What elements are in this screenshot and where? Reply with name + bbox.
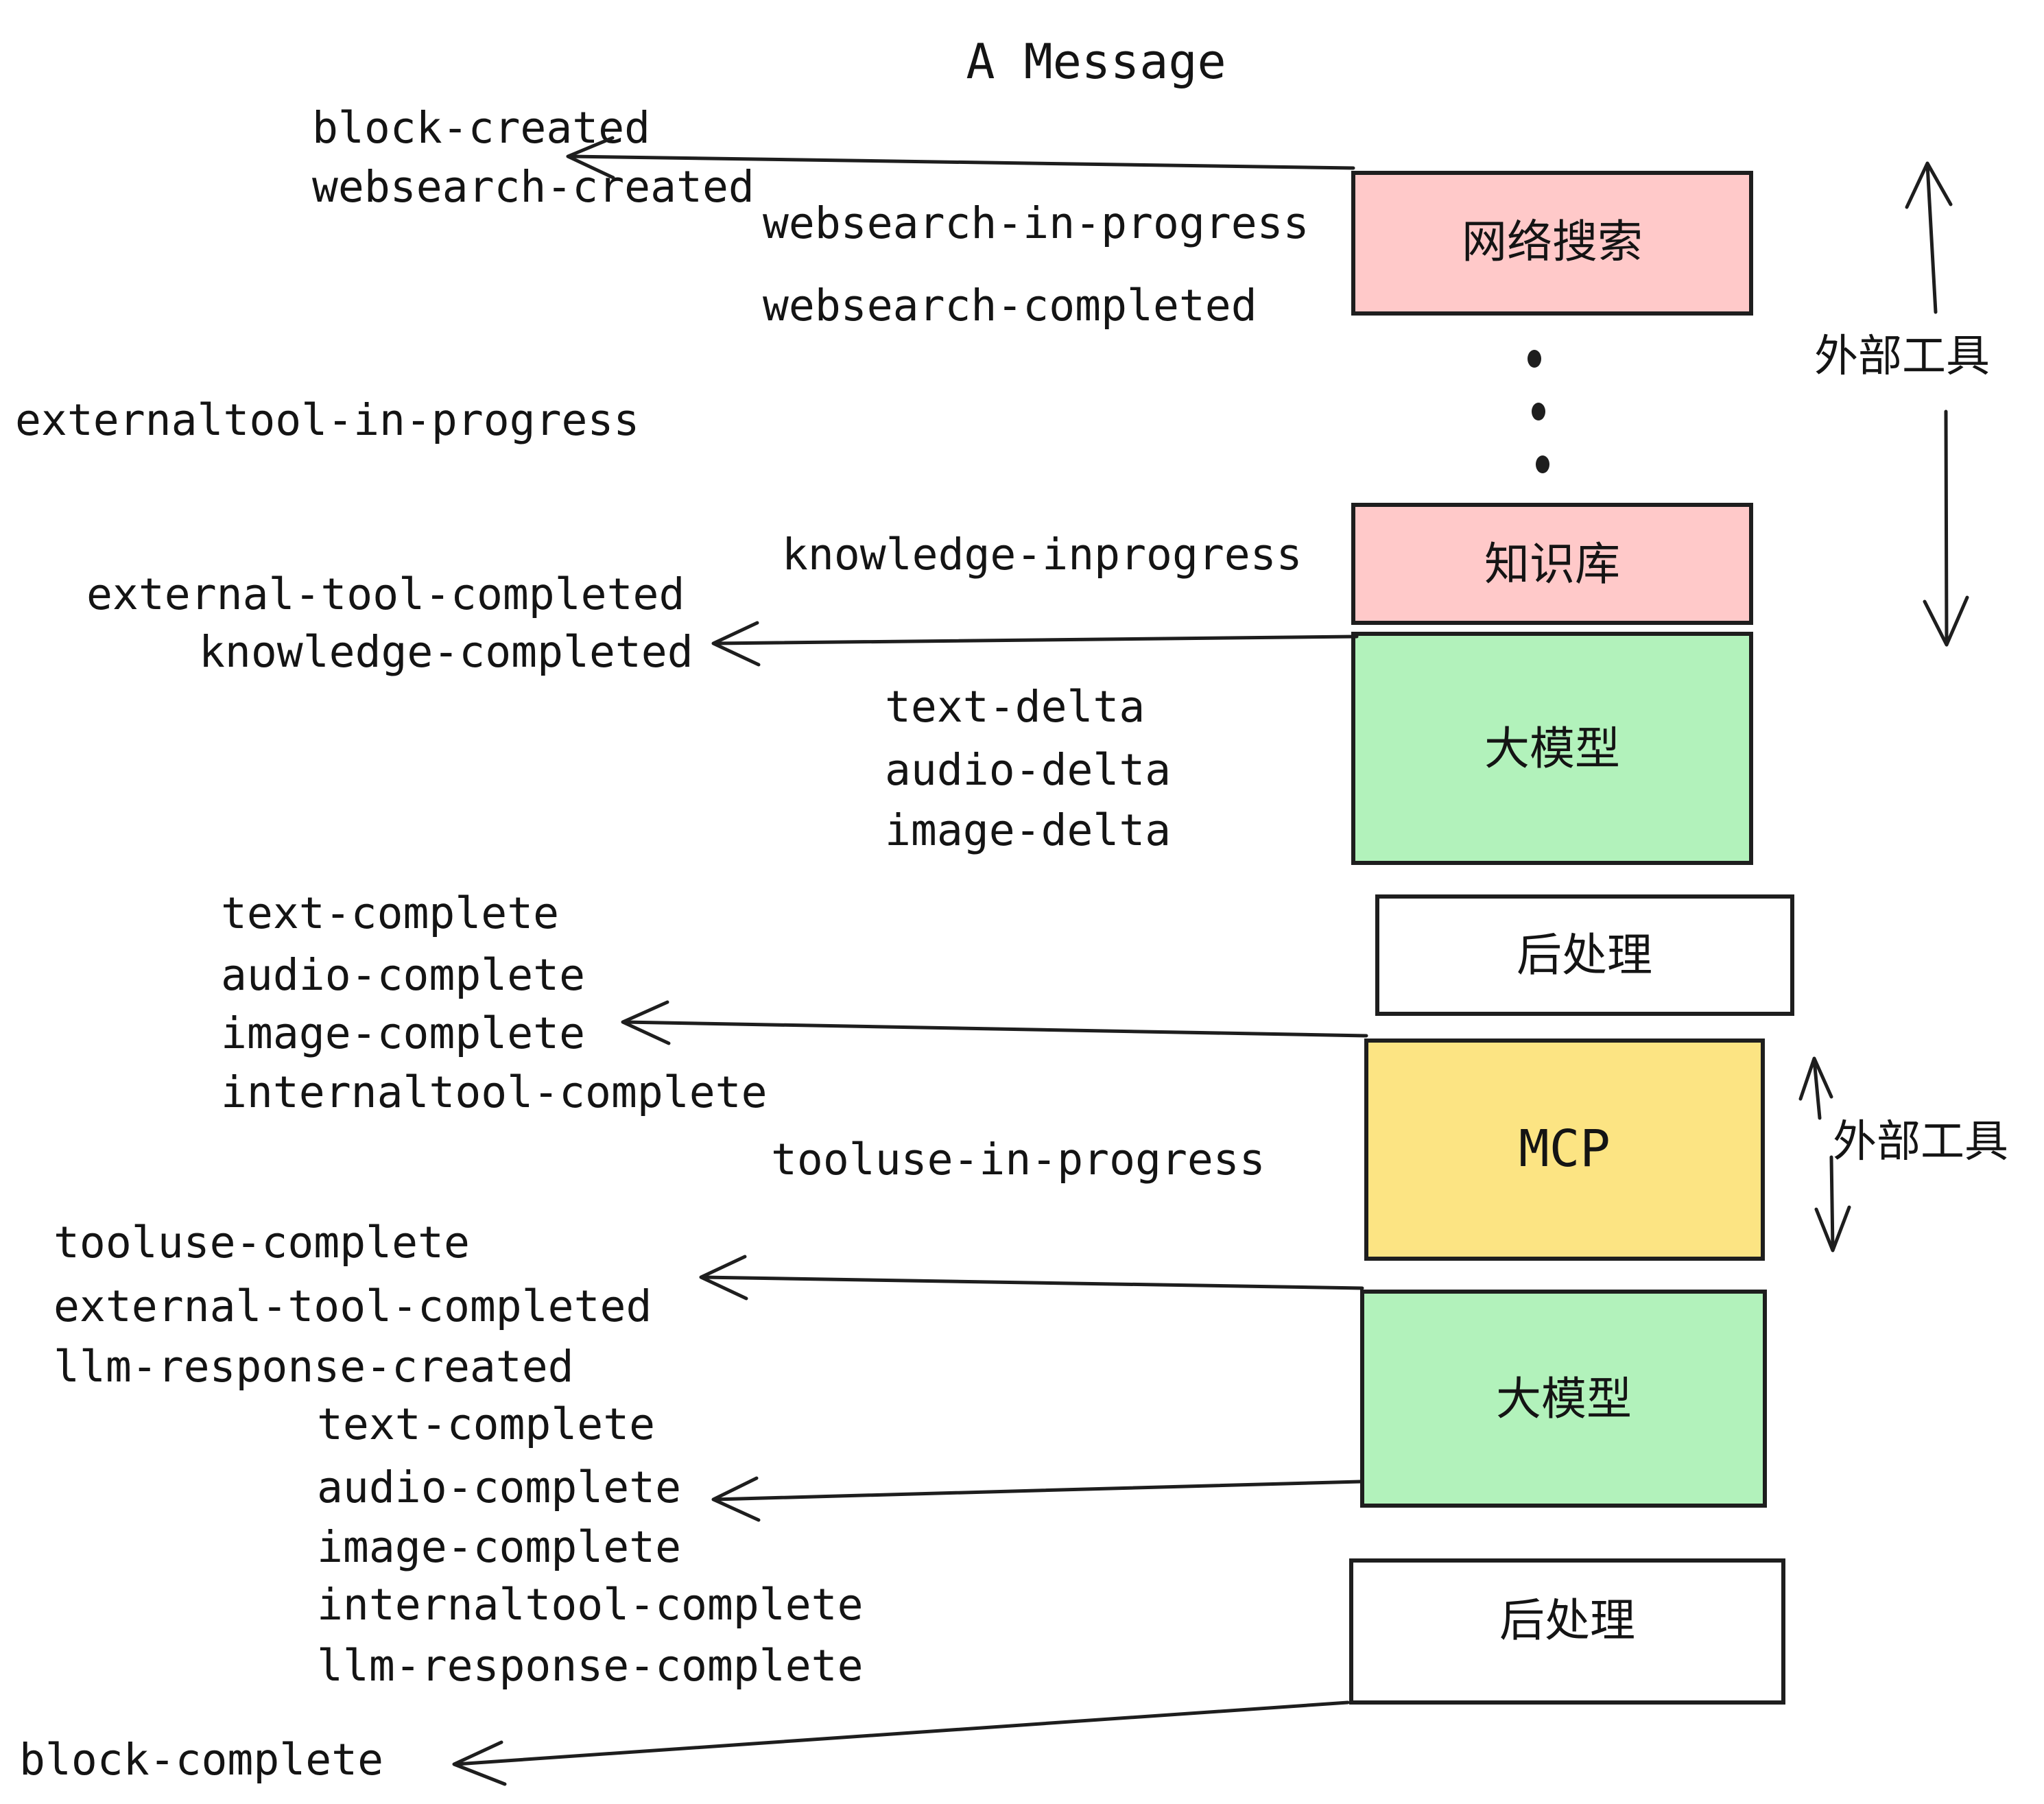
box-knowledge: 知识库 [1351,503,1753,625]
arrow-websearch-created [566,136,1355,180]
event-text-delta-1: text-delta [885,682,1145,732]
event-knowledge-inprogress: knowledge-inprogress [782,530,1303,580]
event-audio-complete-1: audio-complete [221,950,585,1000]
box-llm-2-rect [1360,1290,1767,1508]
event-websearch-created: websearch-created [312,162,754,212]
event-external-tool-completed-1: external-tool-completed [86,569,685,619]
box-websearch: 网络搜索 [1351,171,1753,316]
box-websearch-rect [1351,171,1753,316]
up-arrow-icon [1798,1056,1833,1120]
box-knowledge-rect [1351,503,1753,625]
event-audio-complete-2: audio-complete [317,1462,681,1512]
box-postprocess-1: 后处理 [1375,894,1794,1016]
external-tools-label-bottom: 外部工具 [1833,1117,2008,1167]
event-image-complete-2: image-complete [317,1522,681,1572]
external-tools-label-top: 外部工具 [1814,331,1990,382]
external-tools-annotation-top: 外部工具 [1814,161,1990,647]
diagram-title: A Message [966,34,1226,90]
up-arrow-icon [1905,161,1953,314]
event-audio-delta-1: audio-delta [885,745,1171,795]
arrow-block-complete [452,1700,1350,1786]
event-tooluse-in-progress: tooluse-in-progress [771,1135,1265,1185]
down-arrow-icon [1923,410,1969,647]
event-externaltool-in-progress: externaltool-in-progress [15,395,639,445]
arrow-tooluse-complete [699,1255,1364,1301]
event-external-tool-completed-2: external-tool-completed [54,1281,652,1331]
box-postprocess-2: 后处理 [1349,1558,1785,1705]
box-mcp-rect [1364,1039,1765,1261]
event-llm-response-created: llm-response-created [54,1342,574,1392]
box-llm-1-rect [1351,632,1753,865]
box-postprocess-2-rect [1349,1558,1785,1705]
box-mcp: MCP [1364,1039,1765,1261]
event-internaltool-complete-1: internaltool-complete [221,1067,768,1117]
external-tools-annotation-bottom: 外部工具 [1798,1056,2008,1253]
box-postprocess-1-rect [1375,894,1794,1016]
event-llm-response-complete: llm-response-complete [317,1641,864,1691]
event-block-complete: block-complete [19,1735,383,1785]
box-llm-2: 大模型 [1360,1290,1767,1508]
event-internaltool-complete-2: internaltool-complete [317,1580,864,1630]
box-websearch-label: 网络搜索 [1462,215,1643,268]
box-postprocess-1-label: 后处理 [1517,929,1652,982]
arrow-audio-complete-2 [711,1476,1362,1522]
event-image-delta-1: image-delta [885,805,1171,855]
ellipsis-dots [1528,350,1549,473]
box-llm-2-label: 大模型 [1496,1373,1632,1425]
event-websearch-completed: websearch-completed [763,281,1257,331]
event-knowledge-completed: knowledge-completed [199,627,693,677]
event-tooluse-complete: tooluse-complete [54,1218,470,1268]
arrow-knowledge-completed [711,621,1359,667]
event-text-complete-1: text-complete [221,888,559,938]
arrow-image-complete-1 [621,1000,1368,1045]
down-arrow-icon [1814,1155,1851,1253]
box-postprocess-2-label: 后处理 [1499,1594,1635,1647]
box-knowledge-label: 知识库 [1484,538,1620,591]
event-image-complete-1: image-complete [221,1008,585,1058]
box-mcp-label: MCP [1519,1119,1611,1178]
box-llm-1-label: 大模型 [1484,722,1620,775]
event-block-created: block-created [312,103,650,153]
event-text-complete-2: text-complete [317,1399,655,1449]
box-llm-1: 大模型 [1351,632,1753,865]
event-websearch-in-progress: websearch-in-progress [763,198,1309,248]
